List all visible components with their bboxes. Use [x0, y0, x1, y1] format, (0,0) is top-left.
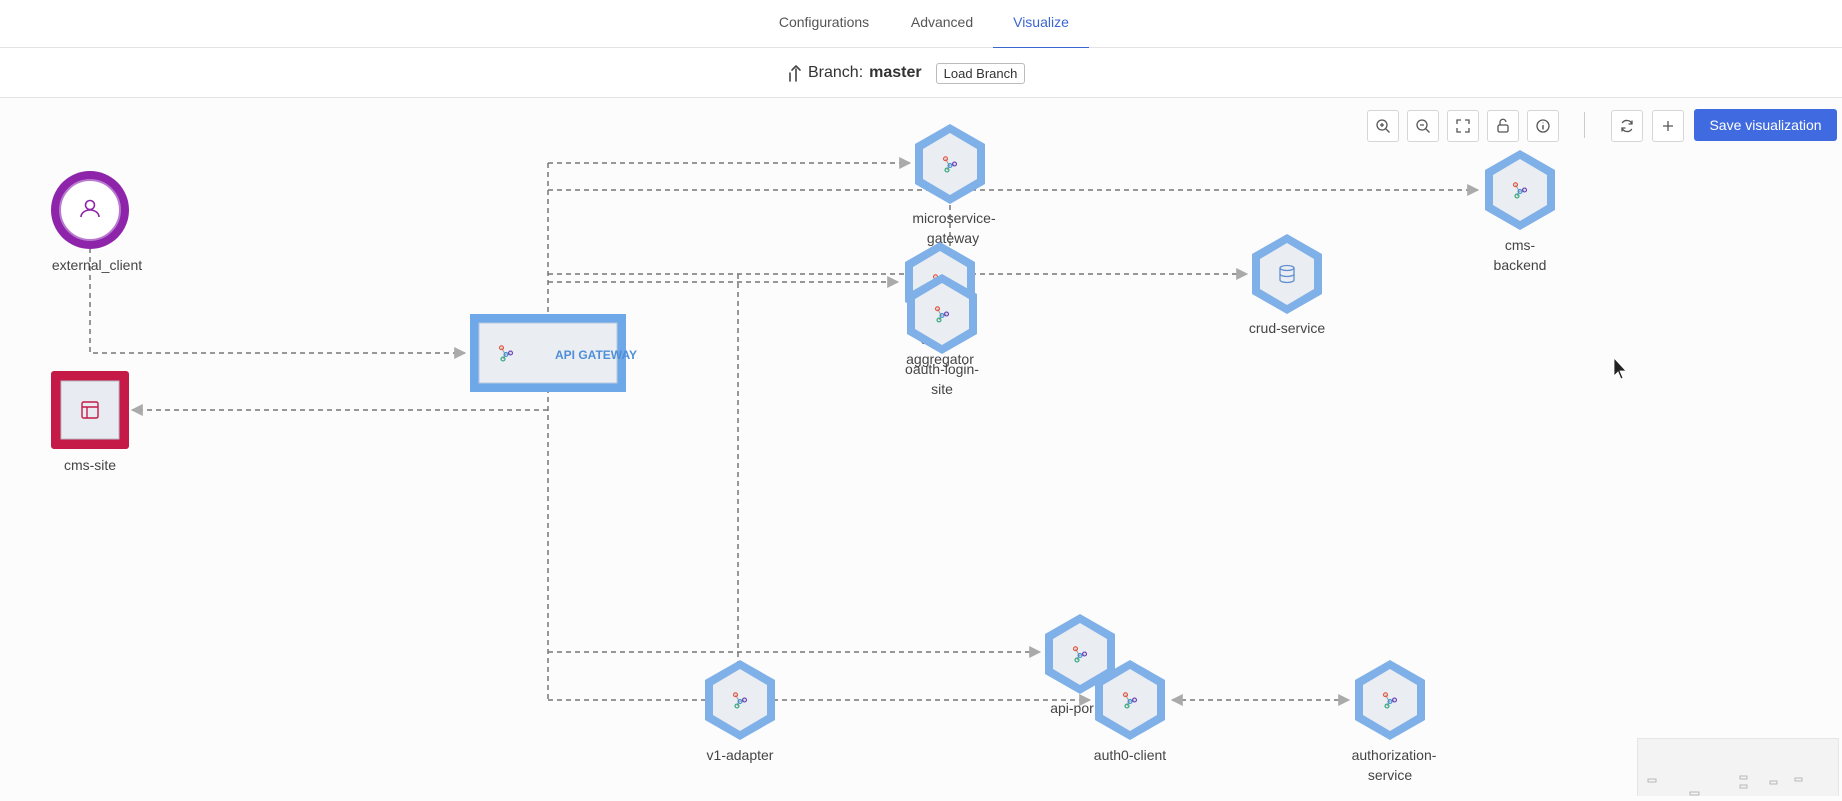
- node-label-line2: gateway: [927, 230, 979, 246]
- node-cms-backend[interactable]: cms- backend: [1485, 150, 1555, 273]
- branch-info: Branch: master Load Branch: [786, 62, 1026, 84]
- node-label-cms-site: cms-site: [64, 457, 116, 473]
- node-authorization-service[interactable]: authorization- service: [1352, 660, 1437, 783]
- node-api-portal[interactable]: api-por: [1045, 614, 1115, 716]
- graph-edges: [89, 157, 1480, 706]
- info-button[interactable]: [1527, 110, 1559, 142]
- add-node-button[interactable]: [1652, 110, 1684, 142]
- lock-button[interactable]: [1487, 110, 1519, 142]
- node-label-line1: oauth-login-: [905, 361, 979, 377]
- node-label-line1: cms-: [1505, 237, 1536, 253]
- layout-icon: [81, 401, 99, 419]
- tab-bar: Configurations Advanced Visualize: [0, 0, 1842, 48]
- branch-icon: [789, 65, 801, 82]
- node-v1-adapter[interactable]: v1-adapter: [705, 660, 775, 763]
- node-crud-service[interactable]: crud-service: [1249, 234, 1325, 336]
- zoom-in-button[interactable]: [1367, 110, 1399, 142]
- tab-advanced[interactable]: Advanced: [910, 14, 974, 30]
- branch-bar: Branch: master Load Branch: [0, 48, 1842, 98]
- node-label-line1: microservice-: [912, 210, 996, 226]
- fit-screen-icon: [1456, 119, 1470, 133]
- zoom-out-button[interactable]: [1407, 110, 1439, 142]
- node-label-line2: backend: [1494, 257, 1547, 273]
- gateway-label: API GATEWAY: [555, 348, 637, 362]
- branch-name: master: [869, 64, 922, 81]
- lock-open-icon: [1497, 118, 1509, 133]
- node-api-gateway[interactable]: API GATEWAY: [470, 314, 637, 392]
- tab-visualize[interactable]: Visualize: [993, 0, 1089, 48]
- graph-minimap[interactable]: [1637, 738, 1839, 796]
- user-icon: [80, 199, 100, 218]
- load-branch-button[interactable]: Load Branch: [935, 62, 1026, 84]
- toolbar-divider: [1584, 112, 1585, 138]
- database-icon: [1279, 264, 1295, 284]
- save-visualization-button[interactable]: Save visualization: [1694, 109, 1837, 141]
- node-label-line2: aggregator: [906, 351, 974, 367]
- node-label-line2: service: [1368, 767, 1413, 783]
- graph-canvas[interactable]: external_client cms-site API GATEWAY mic…: [0, 98, 1842, 795]
- node-label-v1-adapter: v1-adapter: [707, 747, 774, 763]
- node-microservice-gateway[interactable]: microservice- gateway: [912, 124, 996, 246]
- edge-client-to-gateway: [89, 248, 467, 359]
- zoom-out-icon: [1416, 119, 1430, 133]
- node-oauth-login-site[interactable]: oauth-login- site: [905, 274, 979, 397]
- node-cms-site[interactable]: cms-site: [51, 371, 129, 473]
- refresh-icon: [1621, 119, 1633, 133]
- refresh-button[interactable]: [1611, 110, 1643, 142]
- node-label-line2: site: [931, 381, 953, 397]
- node-label-api-portal: api-por: [1050, 700, 1094, 716]
- tab-configurations[interactable]: Configurations: [778, 14, 870, 30]
- plus-icon: [1663, 121, 1673, 131]
- node-label-crud-service: crud-service: [1249, 320, 1325, 336]
- node-label-auth0-client: auth0-client: [1094, 747, 1166, 763]
- fit-screen-button[interactable]: [1447, 110, 1479, 142]
- node-external-client[interactable]: external_client: [51, 171, 142, 273]
- branch-label: Branch:: [808, 64, 864, 81]
- node-label-line1: authorization-: [1352, 747, 1437, 763]
- zoom-in-icon: [1376, 119, 1390, 133]
- node-label-external-client: external_client: [52, 257, 142, 273]
- node-auth0-client[interactable]: auth0-client: [1094, 660, 1166, 763]
- minimap-preview: [1647, 775, 1803, 796]
- info-icon: [1536, 119, 1550, 133]
- mouse-cursor: [1613, 356, 1627, 380]
